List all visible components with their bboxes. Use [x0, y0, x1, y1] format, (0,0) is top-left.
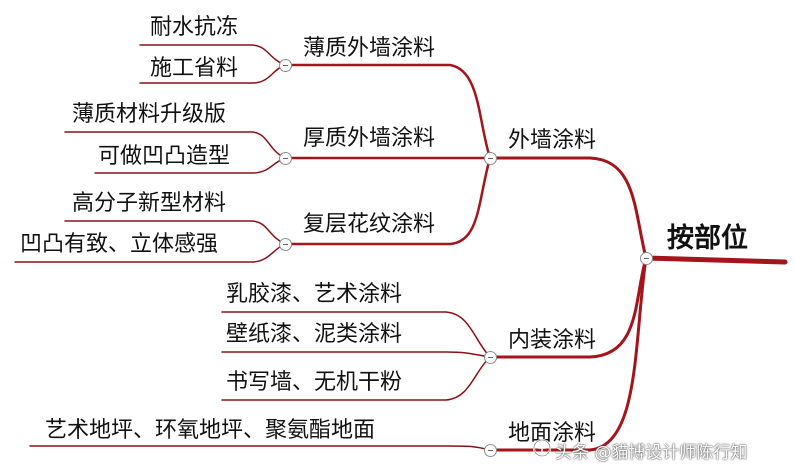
connector-root-floor [488, 256, 648, 452]
node-interior[interactable]: 内装涂料 [508, 328, 597, 353]
collapse-toggle-icon[interactable] [640, 252, 653, 265]
node-floor[interactable]: 地面涂料 [508, 421, 597, 446]
leaf-interior-3[interactable]: 书写墙、无机干粉 [226, 370, 403, 395]
root-node[interactable]: 按部位 [667, 223, 748, 254]
leaf-multi-1[interactable]: 高分子新型材料 [72, 191, 227, 216]
connector-leaf-interior-3 [221, 356, 491, 401]
node-exterior[interactable]: 外墙涂料 [508, 128, 597, 153]
node-thick-exterior[interactable]: 厚质外墙涂料 [303, 126, 436, 151]
connector-exterior-multi [283, 156, 492, 246]
collapse-toggle-icon[interactable] [484, 152, 497, 165]
leaf-multi-2[interactable]: 凹凸有致、立体感强 [20, 232, 219, 257]
leaf-thin-1[interactable]: 耐水抗冻 [150, 15, 239, 40]
connector-root-exterior [488, 156, 648, 260]
leaf-interior-2[interactable]: 壁纸漆、泥类涂料 [226, 322, 403, 347]
node-multi-exterior[interactable]: 复层花纹涂料 [303, 212, 436, 237]
watermark-text: 头条 @貓博设计师陈行知 [555, 443, 748, 463]
root-underline [643, 255, 788, 265]
connector-leaf-floor-1 [29, 445, 491, 451]
connector-root-interior [488, 256, 648, 359]
watermark-logo-icon [533, 439, 551, 457]
leaf-interior-1[interactable]: 乳胶漆、艺术涂料 [226, 282, 403, 307]
leaf-floor-1[interactable]: 艺术地坪、环氧地坪、聚氨酯地面 [45, 418, 376, 443]
collapse-toggle-icon[interactable] [484, 444, 497, 457]
node-thin-exterior[interactable]: 薄质外墙涂料 [303, 36, 436, 61]
connector-exterior-thin [283, 63, 492, 160]
collapse-toggle-icon[interactable] [279, 152, 292, 165]
connector-leaf-interior-2 [221, 351, 491, 358]
leaf-thick-2[interactable]: 可做凹凸造型 [98, 144, 231, 169]
leaf-thin-2[interactable]: 施工省料 [150, 56, 239, 81]
collapse-toggle-icon[interactable] [279, 59, 292, 72]
collapse-toggle-icon[interactable] [279, 238, 292, 251]
collapse-toggle-icon[interactable] [484, 351, 497, 364]
leaf-thick-1[interactable]: 薄质材料升级版 [72, 102, 227, 127]
connector-leaf-interior-1 [221, 311, 491, 358]
